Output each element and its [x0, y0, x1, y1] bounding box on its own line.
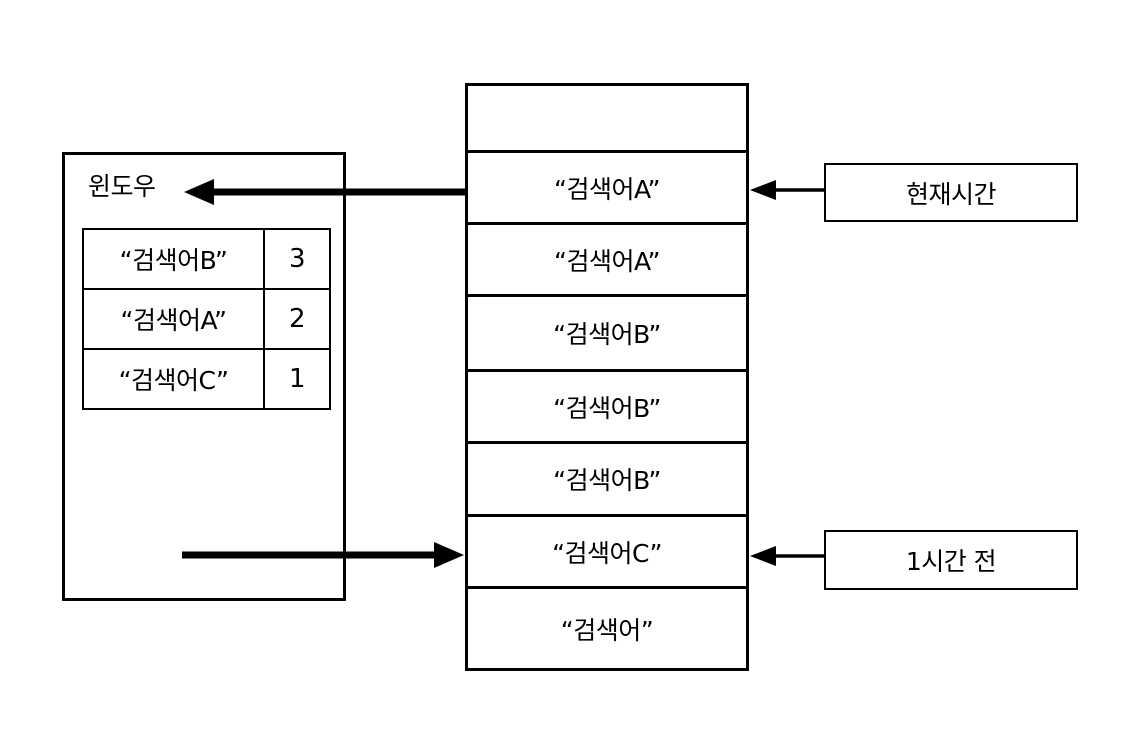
count-cell: 3	[263, 228, 331, 290]
stream-row: “검색어C”	[468, 517, 746, 589]
table-row: “검색어B” 3	[82, 228, 331, 290]
stream-row: “검색어A”	[468, 225, 746, 297]
stream-row: “검색어A”	[468, 153, 746, 225]
stream-row: “검색어”	[560, 615, 654, 645]
term-count-table: “검색어B” 3 “검색어A” 2 “검색어C” 1	[82, 228, 331, 410]
table-row: “검색어A” 2	[82, 288, 331, 350]
stream-row: “검색어B”	[468, 297, 746, 372]
count-cell: 2	[263, 288, 331, 350]
window-panel-label: 윈도우	[88, 172, 156, 201]
one-hour-ago-box: 1시간 전	[824, 530, 1078, 590]
event-stream-column: “검색어A” “검색어A” “검색어B” “검색어B” “검색어B” “검색어C…	[465, 83, 749, 671]
stream-row-empty	[468, 86, 746, 153]
current-time-label: 현재시간	[905, 179, 997, 209]
stream-row: “검색어B”	[468, 444, 746, 517]
stream-row: “검색어B”	[468, 372, 746, 444]
one-hour-ago-label: 1시간 전	[905, 547, 997, 576]
current-time-box: 현재시간	[824, 163, 1078, 222]
term-cell: “검색어B”	[82, 228, 265, 290]
term-cell: “검색어A”	[82, 288, 265, 350]
table-row: “검색어C” 1	[82, 348, 331, 410]
arrow-one-hour-ago-icon	[750, 546, 824, 566]
count-cell: 1	[263, 348, 331, 410]
term-cell: “검색어C”	[82, 348, 265, 410]
arrow-current-time-icon	[750, 180, 824, 200]
